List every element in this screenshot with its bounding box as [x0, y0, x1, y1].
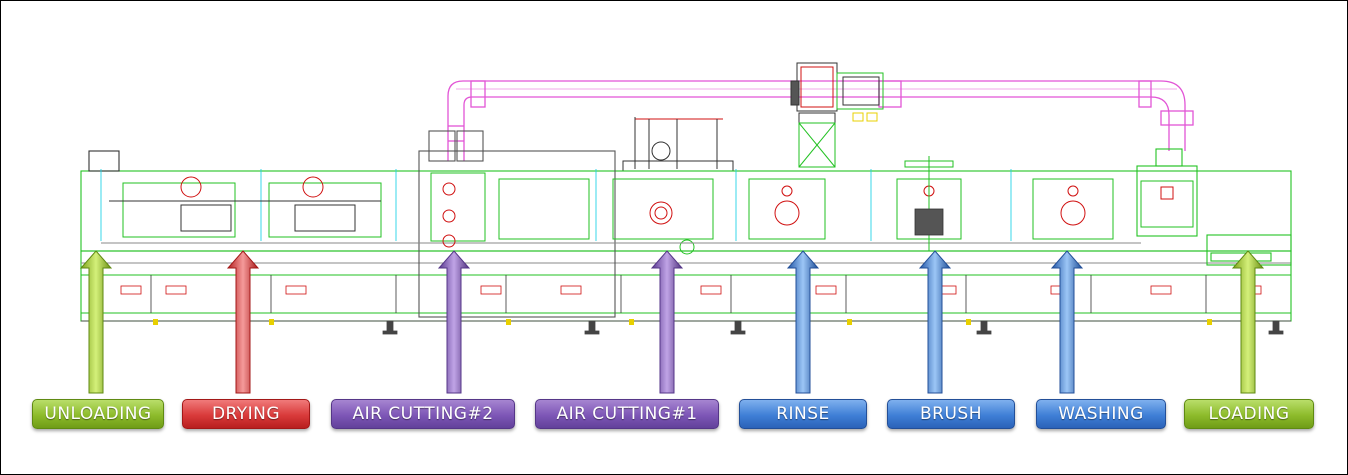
label-air-cutting-2: AIR CUTTING#2	[331, 399, 515, 429]
arrow-rinse	[786, 250, 820, 394]
arrow-loading	[1231, 250, 1265, 394]
blower-unit	[790, 62, 884, 168]
label-unloading: UNLOADING	[32, 399, 164, 429]
arrow-washing	[1050, 250, 1084, 394]
guide-lines	[100, 169, 1012, 241]
process-chambers	[430, 156, 1194, 251]
arrow-drying	[226, 250, 260, 394]
machine-frame	[80, 130, 1292, 322]
lower-tanks	[120, 275, 1262, 313]
machine-feet	[382, 320, 1284, 335]
stage-arrows	[79, 250, 1265, 394]
drying-chambers	[109, 176, 382, 238]
label-drying: DRYING	[182, 399, 310, 429]
label-air-cutting-1: AIR CUTTING#1	[535, 399, 719, 429]
label-rinse: RINSE	[739, 399, 867, 429]
arrow-unloading	[79, 250, 113, 394]
label-washing: WASHING	[1036, 399, 1166, 429]
arrow-air-cutting-2	[437, 250, 471, 394]
brush-block	[914, 208, 944, 236]
label-loading: LOADING	[1184, 399, 1314, 429]
label-brush: BRUSH	[887, 399, 1015, 429]
arrow-air-cutting-1	[650, 250, 684, 394]
exhaust-duct	[447, 80, 1194, 161]
air-knife-mast	[622, 117, 734, 255]
marker-points	[153, 319, 1212, 325]
arrow-brush	[918, 250, 952, 394]
